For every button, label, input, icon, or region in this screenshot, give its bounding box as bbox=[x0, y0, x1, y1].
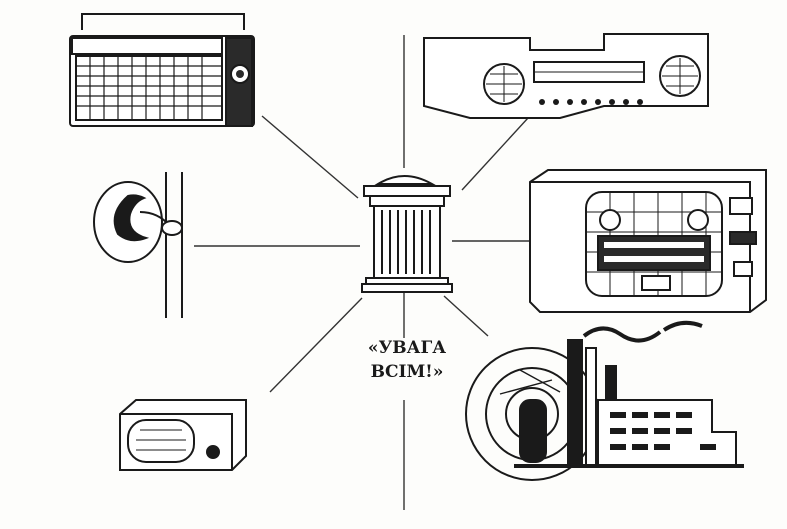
caption-line-2: ВСІМ!» bbox=[370, 362, 444, 382]
portable-radio-icon bbox=[69, 13, 255, 127]
stereo-system-icon bbox=[423, 33, 709, 119]
link-portable-radio bbox=[261, 115, 359, 199]
link-table-radio bbox=[269, 297, 363, 393]
factory-siren-icon bbox=[465, 320, 744, 481]
connector-lines bbox=[194, 35, 556, 510]
table-radio-icon bbox=[119, 399, 247, 471]
caption: «УВАГА ВСІМ!» bbox=[352, 336, 462, 384]
caption-line-1: «УВАГА bbox=[367, 338, 447, 358]
loudspeaker-column-icon bbox=[361, 175, 453, 293]
link-stereo-system bbox=[461, 117, 529, 191]
wall-loudspeaker-icon bbox=[93, 172, 183, 318]
television-icon bbox=[529, 169, 767, 313]
link-factory-siren bbox=[443, 295, 489, 337]
